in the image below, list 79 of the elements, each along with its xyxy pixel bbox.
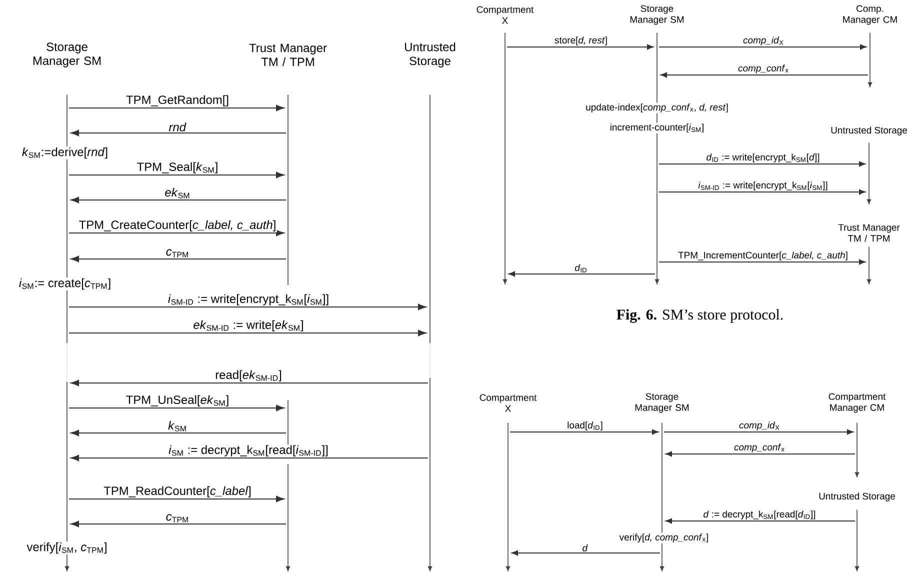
lifeline — [506, 422, 510, 572]
lifeline — [866, 142, 872, 204]
message-arrow — [70, 454, 428, 462]
message-arrow — [70, 430, 286, 436]
note-text: update-index[comp_conf$_{x}$, d, rest] — [584, 102, 730, 114]
message-arrow — [660, 72, 868, 78]
edge-label: TPM_IncrementCounter[c_label, c_auth] — [677, 250, 849, 262]
message-arrow — [665, 451, 856, 457]
edge-label: d := decrypt_k$_{SM}$[read[d$_{ID}$]] — [702, 510, 817, 520]
edge-label: i$_{SM}$ := decrypt_k$_{SM}$[read[i$_{SM-ID}$]] — [168, 444, 330, 458]
participant-label: Compartment X — [480, 394, 537, 412]
message-arrow — [68, 304, 426, 310]
note-text: increment-counter[i$_{SM}$] — [609, 122, 705, 134]
lifeline — [502, 32, 508, 284]
note-text: verify[i$_{SM}$, c$_{TPM}$] — [26, 542, 108, 554]
message-arrow — [658, 259, 866, 265]
note-text: k$_{SM}$:=derive[rnd] — [21, 146, 109, 160]
note-text: i$_{SM}$:= create[c$_{TPM}$] — [18, 278, 112, 290]
message-arrow — [70, 256, 286, 262]
lifeline — [866, 246, 872, 284]
edge-label: TPM_UnSeal[ek$_{SM}$] — [125, 394, 230, 408]
edge-label: ek$_{SM-ID}$ := write[ek$_{SM}$] — [192, 319, 305, 332]
message-arrow — [68, 172, 284, 178]
participant-label: Storage Manager SM — [635, 393, 689, 413]
participant-label: Compartment Manager CM — [828, 393, 886, 413]
figure-caption: Fig. 6. SM’s store protocol. — [616, 309, 783, 323]
edge-label: read[ek$_{SM-ID}$] — [214, 369, 283, 382]
message-arrow — [658, 189, 866, 195]
participant-label: Storage Manager SM — [33, 42, 101, 68]
message-arrow — [506, 44, 654, 50]
message-arrow — [508, 271, 656, 277]
message-arrow — [658, 161, 866, 167]
participant-label: Untrusted Storage — [819, 492, 895, 502]
participant-label: Untrusted Storage — [831, 126, 907, 136]
message-arrow — [68, 496, 284, 502]
participant-label: Comp. Manager CM — [843, 5, 897, 25]
message-arrow — [665, 518, 856, 524]
edge-label: d — [581, 544, 589, 552]
edge-label: i$_{SM-ID}$ := write[encrypt_k$_{SM}$[i$_{SM}$]] — [167, 293, 330, 306]
message-arrow — [664, 429, 854, 435]
edge-label: ek$_{SM}$ — [164, 187, 192, 200]
edge-label: comp_conf$_{x}$ — [737, 64, 790, 74]
message-arrow — [68, 230, 284, 236]
lifeline — [428, 94, 432, 572]
message-arrow — [70, 380, 428, 386]
edge-label: store[d, rest] — [554, 36, 608, 46]
participant-label: Compartment X — [476, 6, 534, 24]
edge-label: comp_id$_{X}$ — [738, 420, 781, 432]
edge-label: TPM_ReadCounter[c_label] — [102, 485, 252, 498]
message-arrow — [68, 404, 284, 412]
lifeline — [868, 32, 872, 88]
message-arrow — [70, 196, 286, 204]
message-arrow — [68, 330, 426, 336]
lifeline — [854, 422, 860, 478]
edge-label: TPM_CreateCounter[c_label, c_auth] — [78, 219, 277, 232]
edge-label: c$_{TPM}$ — [165, 513, 190, 524]
edge-label: rnd — [168, 122, 188, 132]
edge-label: comp_conf$_{x}$ — [733, 442, 786, 454]
message-arrow — [70, 130, 286, 136]
edge-label: TPM_Seal[k$_{SM}$] — [136, 161, 219, 174]
edge-label: TPM_GetRandom[] — [125, 94, 230, 108]
participant-label: Trust Manager TM / TPM — [838, 224, 900, 242]
edge-label: comp_id$_{X}$ — [742, 36, 785, 46]
message-arrow — [510, 429, 659, 435]
edge-label: load[d$_{ID}$] — [566, 420, 604, 432]
edge-label: d$_{ID}$ — [574, 263, 588, 274]
message-arrow — [658, 44, 867, 50]
edge-label: k$_{SM}$ — [167, 420, 188, 432]
edge-label: i$_{SM-ID}$ := write[encrypt_k$_{SM}$[i$_{SM}$]] — [697, 180, 829, 192]
lifeline — [854, 509, 860, 572]
message-arrow — [70, 520, 286, 528]
message-arrow — [68, 104, 284, 112]
message-arrow — [511, 550, 660, 556]
participant-label: Storage Manager SM — [630, 5, 684, 25]
edge-label: d$_{ID}$ := write[encrypt_k$_{SM}$[d]] — [705, 152, 821, 164]
note-text: verify[d, comp_conf$_{x}$] — [618, 532, 710, 544]
edge-label: c$_{TPM}$ — [165, 248, 190, 258]
participant-label: Untrusted Storage — [405, 42, 456, 68]
participant-label: Trust Manager TM / TPM — [249, 44, 327, 66]
